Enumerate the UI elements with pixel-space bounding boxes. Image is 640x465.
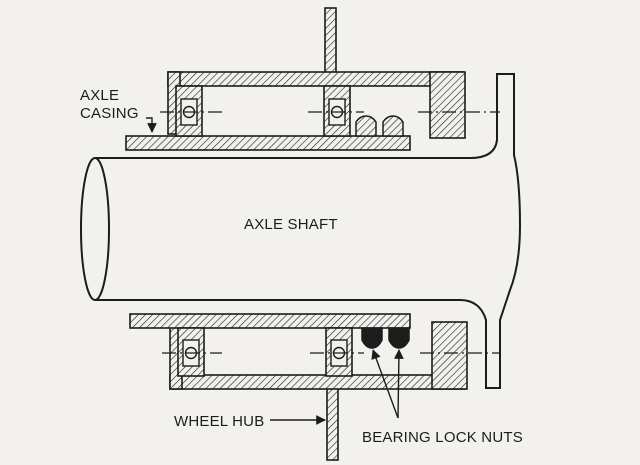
- axle-casing-leader: [146, 117, 157, 133]
- hub-stem-top: [324, 7, 337, 75]
- axle-casing-label-line2: CASING: [80, 105, 139, 122]
- lock-nut-leader-2: [393, 349, 404, 419]
- axle-shaft-end: [80, 157, 110, 301]
- hub-bottom-plate: [169, 374, 466, 390]
- axle-casing-bottom: [129, 313, 411, 329]
- lock-nut-leader-1: [371, 349, 399, 419]
- bearing-lock-nuts-label: BEARING LOCK NUTS: [362, 429, 523, 446]
- lock-nut-bottom-1: [361, 327, 383, 349]
- hub-stem-bottom: [326, 385, 339, 461]
- lock-nut-top-2: [382, 115, 404, 137]
- hub-top-plate: [167, 71, 464, 87]
- lock-nut-bottom-2: [388, 327, 410, 349]
- axle-casing-label-line1: AXLE: [80, 87, 119, 104]
- lock-nut-top-1: [355, 115, 377, 137]
- hub-top-right-block: [429, 71, 466, 139]
- wheel-hub-label: WHEEL HUB: [174, 413, 264, 430]
- axle-casing-top: [125, 135, 411, 151]
- axle-shaft-label: AXLE SHAFT: [244, 216, 338, 233]
- axle-shaft: [95, 73, 522, 389]
- hub-bottom-right-block: [431, 321, 468, 390]
